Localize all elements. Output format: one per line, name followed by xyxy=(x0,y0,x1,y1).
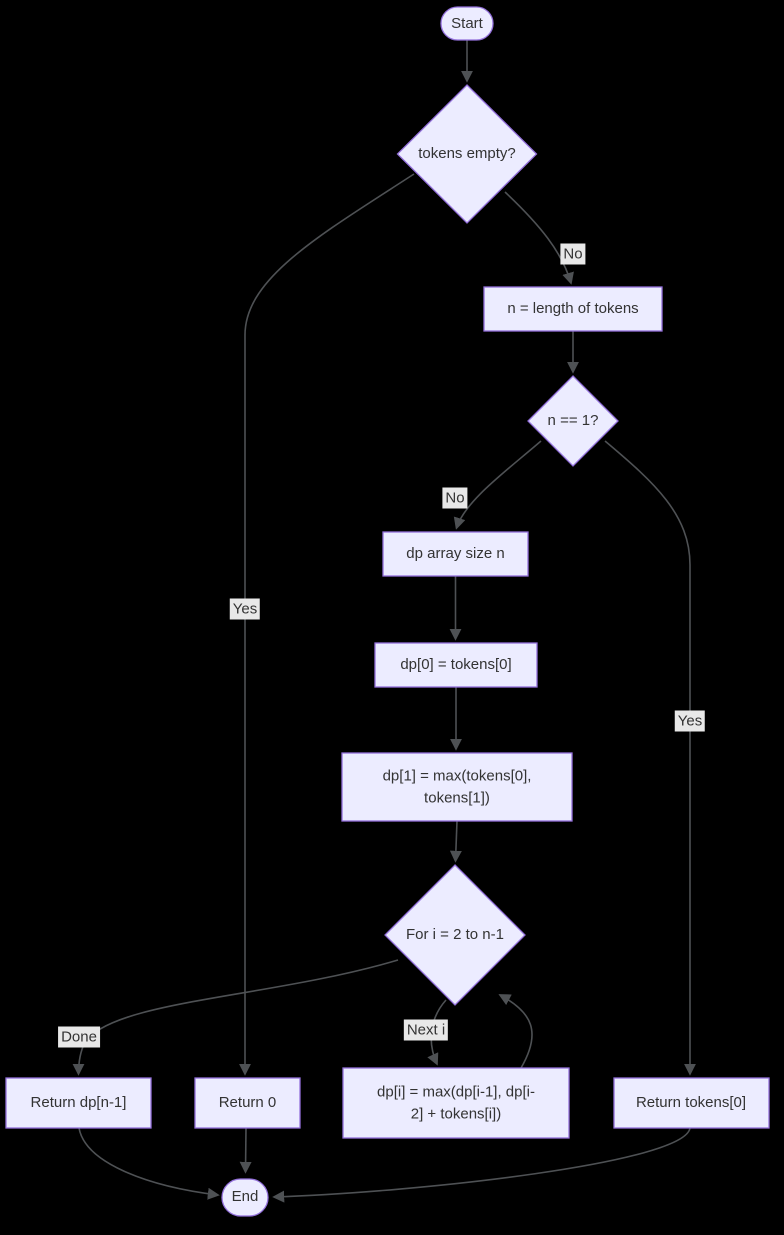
edge-label-no-n1: No xyxy=(442,487,468,509)
edge-label-yes-empty: Yes xyxy=(229,598,261,620)
dp1-box-shape xyxy=(341,752,573,822)
edge-dpi-back-to-loop xyxy=(498,994,533,1069)
edge-dp1-to-loop xyxy=(449,820,462,863)
start-node-shape xyxy=(440,6,494,41)
edge-label-done: Done xyxy=(58,1026,100,1048)
node-start: Start xyxy=(451,15,483,33)
edge-returndp-to-end xyxy=(78,1127,220,1200)
node-return-dp: Return dp[n-1] xyxy=(30,1094,127,1112)
n-length-box-shape xyxy=(483,286,663,332)
edge-checkn1-yes xyxy=(604,440,696,1076)
node-dp1-line2: tokens[1]) xyxy=(424,789,490,806)
node-dp-i-line1: dp[i] = max(dp[i-1], dp[i- xyxy=(377,1083,535,1101)
edge-check-empty-no xyxy=(504,191,574,285)
end-node-shape xyxy=(221,1178,269,1217)
return-dp-box-shape xyxy=(5,1077,152,1129)
node-dp0: dp[0] = tokens[0] xyxy=(400,656,512,674)
node-check-n1: n == 1? xyxy=(547,412,599,430)
node-layer xyxy=(5,6,770,1217)
node-return-0: Return 0 xyxy=(218,1094,277,1112)
node-dp1-line1: dp[1] = max(tokens[0], xyxy=(382,767,532,785)
node-check-empty: tokens empty? xyxy=(418,145,516,163)
edge-returntokens-to-end xyxy=(272,1127,691,1203)
edge-loop-done xyxy=(72,959,399,1076)
node-dp-i: dp[i] = max(dp[i-1], dp[i- 2] + tokens[i… xyxy=(377,1081,535,1125)
edge-layer xyxy=(72,40,696,1203)
loop-diamond-shape xyxy=(384,864,526,1006)
node-n-length: n = length of tokens xyxy=(507,300,639,318)
edge-label-no-empty: No xyxy=(560,243,586,265)
check-empty-diamond-shape xyxy=(396,84,538,224)
node-return-tokens: Return tokens[0] xyxy=(635,1094,747,1112)
return-0-box-shape xyxy=(194,1077,301,1129)
edge-return0-to-end xyxy=(239,1127,252,1174)
dp-array-box-shape xyxy=(382,531,529,577)
edge-checkn1-no xyxy=(453,440,542,530)
node-dp-array: dp array size n xyxy=(406,545,505,563)
dp-i-box-shape xyxy=(342,1067,570,1139)
node-dp-i-line2: 2] + tokens[i]) xyxy=(410,1105,502,1122)
node-loop: For i = 2 to n-1 xyxy=(406,926,504,944)
node-dp1: dp[1] = max(tokens[0], tokens[1]) xyxy=(383,765,532,809)
dp0-box-shape xyxy=(374,642,538,688)
node-end: End xyxy=(231,1188,259,1206)
check-n1-diamond-shape xyxy=(527,375,619,467)
edge-check-empty-yes xyxy=(239,173,415,1076)
edge-label-yes-n1: Yes xyxy=(674,710,706,732)
edge-label-next-i: Next i xyxy=(403,1019,449,1041)
return-tokens-box-shape xyxy=(613,1077,770,1129)
